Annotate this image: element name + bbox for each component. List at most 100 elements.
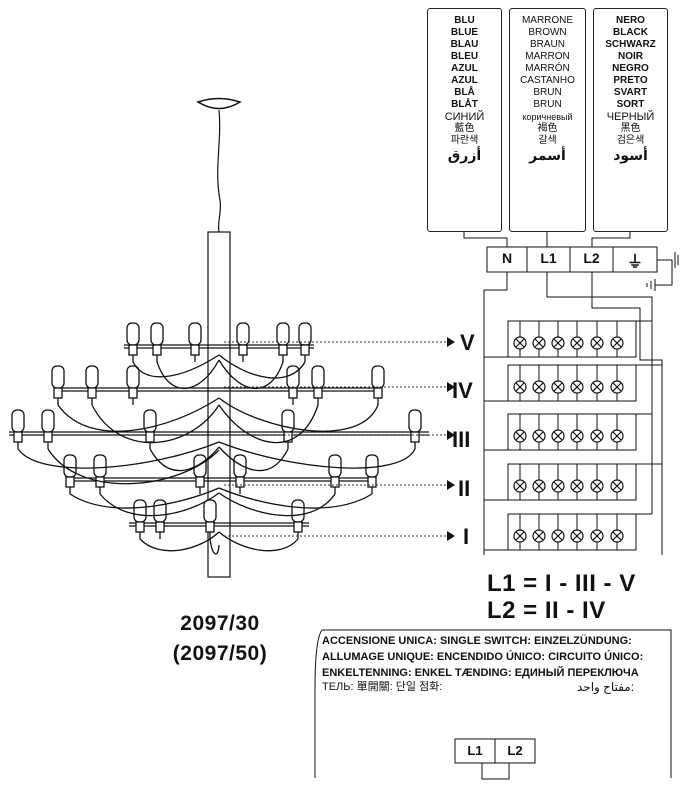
wire-box-blue: BLU BLUE BLAU BLEU AZUL AZUL BLÅ BLÅT СИ…: [427, 8, 502, 232]
power-cord: [156, 359, 220, 390]
wire-label: NERO: [616, 15, 645, 26]
wire-label: 黑色: [620, 123, 641, 134]
wire-label: AZUL: [451, 75, 478, 86]
power-cord: [218, 359, 284, 390]
wire-black: [591, 232, 631, 247]
bulb-socket: [288, 387, 298, 399]
lamp-cross: [515, 382, 525, 392]
bulb: [236, 322, 250, 346]
lamp-cross: [612, 481, 622, 491]
wire-label: 갈색: [538, 135, 557, 146]
lamp-cross: [592, 431, 602, 441]
wire-box-black: NERO BLACK SCHWARZ NOIR NEGRO PRETO SVAR…: [593, 8, 668, 232]
wire-label: AZUL: [451, 63, 478, 74]
level-label-iii: III: [452, 427, 471, 452]
bulb-socket: [13, 431, 23, 443]
bulb-socket: [53, 387, 63, 399]
wire-label: SVART: [613, 87, 648, 98]
power-cord: [139, 531, 220, 552]
wire-label: MARRÓN: [525, 63, 570, 74]
bulb: [126, 322, 140, 346]
bulb: [63, 454, 77, 478]
lamp-cross: [572, 481, 582, 491]
terminal-l2: L2: [583, 250, 600, 266]
switch-terminal-l1: L1: [467, 743, 483, 758]
level-label-iv: IV: [452, 378, 473, 403]
wire-label: NOIR: [618, 51, 643, 62]
level-label-ii: II: [458, 476, 471, 501]
suspension-cable: [217, 109, 222, 233]
wire-label: 藍色: [454, 123, 475, 134]
wire-label: BRUN: [533, 99, 562, 110]
wire-label: BRAUN: [529, 39, 565, 50]
lamp-cross: [592, 481, 602, 491]
lamp-cross: [592, 382, 602, 392]
lamp-cross: [553, 431, 563, 441]
power-cord: [218, 487, 373, 509]
note-line-arabic: مفتاح واحد:: [577, 680, 635, 694]
switch-symbol: [454, 738, 536, 780]
bulb: [276, 322, 290, 346]
level-label-v: V: [460, 330, 475, 355]
terminal-n: N: [501, 250, 513, 266]
bulb: [153, 499, 167, 523]
power-cord: [17, 441, 220, 469]
level-arrow: [447, 337, 455, 347]
lamp-cross: [612, 338, 622, 348]
bulb-socket: [43, 431, 53, 443]
wire-blue: [463, 232, 508, 247]
wire-box-brown: MARRONE BROWN BRAUN MARRON MARRÓN CASTAN…: [509, 8, 586, 232]
bulb: [365, 454, 379, 478]
lamp-cross: [612, 531, 622, 541]
wire-label: коричневый: [522, 112, 573, 122]
lamp-cross: [534, 481, 544, 491]
lamp-row-frame: [507, 413, 637, 451]
wire-label: ЧЕРНЫЙ: [606, 111, 655, 123]
lamp-cross: [553, 338, 563, 348]
bulb: [126, 365, 140, 389]
l2-bus: [591, 272, 663, 555]
single-switch-note: ACCENSIONE UNICA: SINGLE SWITCH: EINZELZ…: [312, 629, 672, 780]
wire-label: BLEU: [450, 51, 479, 62]
lamp-cross: [572, 338, 582, 348]
wire-label: BLACK: [613, 27, 648, 38]
bulb: [93, 454, 107, 478]
power-cord: [132, 354, 220, 378]
bulb: [286, 365, 300, 389]
lamp-cross: [534, 431, 544, 441]
level-arrow: [447, 480, 455, 490]
lamp-cross: [592, 531, 602, 541]
level-arrow: [447, 430, 455, 440]
power-cord: [218, 492, 336, 517]
lamp-cross: [572, 531, 582, 541]
note-line: ТЕЛЬ: 單開關: 단일 점화:: [322, 681, 443, 693]
wire-label: BLU: [454, 15, 475, 26]
wire-label: NEGRO: [612, 63, 649, 74]
power-cord: [218, 397, 379, 432]
terminal-block: [486, 246, 658, 273]
note-line: ENKELTENNING: ENKEL TÆNDING: ЕДИНЫЙ ПЕРЕ…: [322, 667, 639, 679]
bulb-socket: [152, 344, 162, 356]
power-cord: [218, 446, 289, 472]
bulb-socket: [65, 476, 75, 488]
bulb: [150, 322, 164, 346]
ground-wire: [655, 259, 673, 286]
wire-label: BRUN: [533, 87, 562, 98]
ceiling-canopy: [196, 97, 242, 110]
bulb-socket: [293, 521, 303, 533]
lamp-cross: [515, 531, 525, 541]
model-number: 2097/30: [180, 612, 260, 635]
lamp-cross: [572, 382, 582, 392]
wire-label: 검은색: [616, 135, 645, 146]
model-number-alt: (2097/50): [172, 642, 268, 665]
lamp-cross: [515, 481, 525, 491]
bulb-socket: [238, 344, 248, 356]
lamp-cross: [553, 382, 563, 392]
level-leaders: [224, 337, 455, 541]
bulb-socket: [155, 521, 165, 533]
bulb: [51, 365, 65, 389]
bulb: [311, 365, 325, 389]
bulb: [408, 409, 422, 433]
power-cord: [91, 404, 220, 444]
